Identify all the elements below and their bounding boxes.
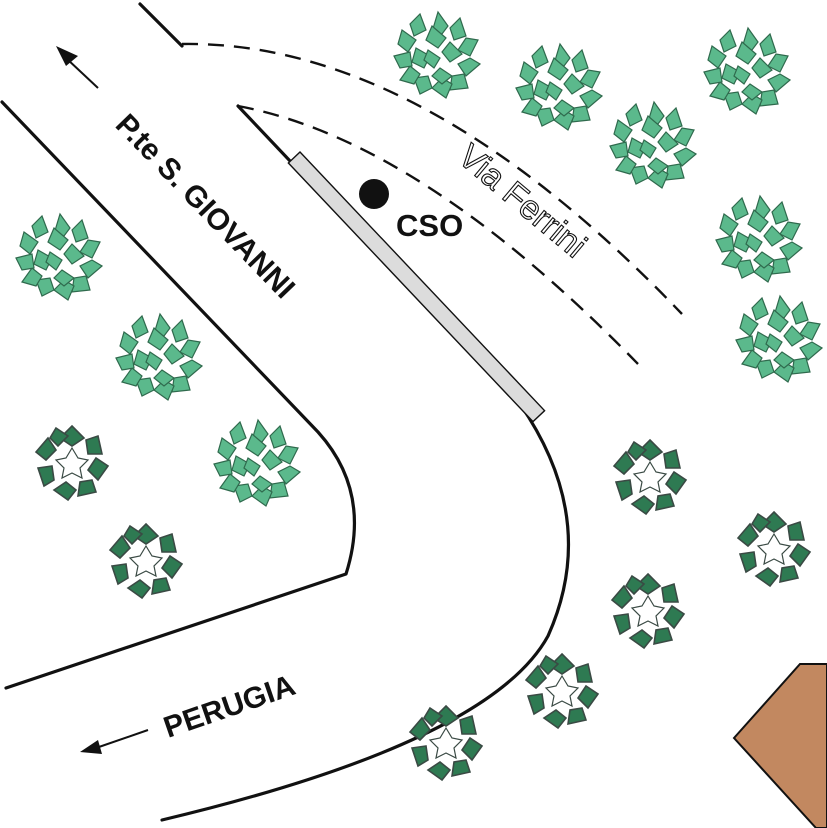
tree-light-icon	[735, 295, 823, 383]
tree-light-icon	[515, 43, 603, 131]
tree-light-icon	[213, 419, 301, 507]
street-label: Via Ferrini	[451, 137, 594, 265]
station-label: CSO	[396, 208, 463, 243]
tree-dark-icon	[35, 425, 109, 501]
road-outer-edge	[160, 104, 571, 822]
tree-dark-icon	[613, 439, 687, 515]
building	[732, 663, 827, 828]
tree-dark-icon	[525, 653, 599, 729]
tree-light-icon	[703, 27, 791, 115]
tree-dark-icon	[611, 573, 685, 649]
tree-dark-icon	[737, 511, 811, 587]
tree-dark-icon	[409, 705, 483, 781]
tree-dark-icon	[109, 523, 183, 599]
tree-light-icon	[115, 313, 203, 401]
arrow-left-up-icon	[56, 46, 99, 89]
via-ferrini-lower-edge	[237, 104, 639, 365]
via-ferrini-upper-edge	[181, 42, 683, 315]
road-south-label: PERUGIA	[160, 669, 300, 745]
platform	[287, 151, 546, 423]
road-north-label: P.te S. GIOVANNI	[109, 108, 301, 305]
road-corner-stub	[138, 2, 184, 48]
tree-light-icon	[715, 195, 803, 283]
arrow-left-down-icon	[80, 729, 149, 754]
tree-light-icon	[609, 101, 697, 189]
station-marker-icon	[359, 179, 389, 209]
tree-light-icon	[393, 11, 481, 99]
road-inner-edge	[0, 100, 357, 690]
tree-light-icon	[15, 213, 103, 301]
